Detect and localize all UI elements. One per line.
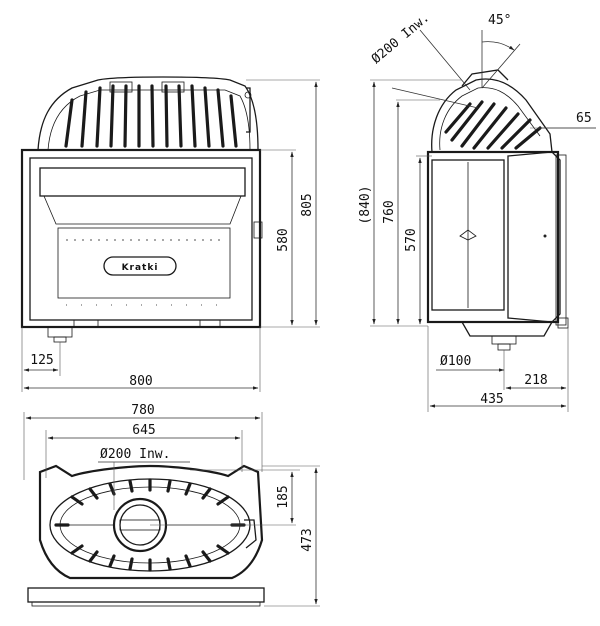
front-view-base xyxy=(47,319,221,343)
dim-top-offset: 65 xyxy=(576,111,592,126)
dim-height-door: 580 xyxy=(276,228,291,251)
brand-logo: Kratki xyxy=(103,256,177,276)
dim-width-outer: 780 xyxy=(131,403,154,418)
dim-height-side: 760 xyxy=(382,200,397,223)
top-view-body xyxy=(27,464,265,607)
dim-flue-depth: 185 xyxy=(276,485,291,508)
front-view-dimensions: 805 580 125 800 xyxy=(21,79,320,392)
dim-width-inner: 645 xyxy=(132,423,155,438)
front-view-door: Kratki xyxy=(20,148,263,329)
dim-flue-side: Ø200 Inw. xyxy=(369,10,433,67)
front-view-top-housing xyxy=(37,76,259,151)
dim-inlet-offset: 218 xyxy=(524,373,547,388)
dim-depth-top: 473 xyxy=(300,528,315,551)
top-view: 780 645 Ø200 Inw. 185 473 xyxy=(23,403,320,607)
dim-depth-side: 435 xyxy=(480,392,503,407)
front-view: Kratki 805 580 xyxy=(20,76,320,392)
dim-overall-height: (840) xyxy=(358,185,373,224)
dim-width: 800 xyxy=(129,374,152,389)
dim-flue-offset: 125 xyxy=(30,353,53,368)
side-view: Ø200 Inw. 45° (840) 760 570 65 xyxy=(358,10,596,412)
dim-flue-top: Ø200 Inw. xyxy=(100,447,170,462)
dim-air-inlet: Ø100 xyxy=(440,354,471,369)
dim-angle: 45° xyxy=(488,13,511,28)
dim-door-height: 570 xyxy=(404,228,419,251)
dim-height-total: 805 xyxy=(300,193,315,216)
top-view-dimensions: 780 645 Ø200 Inw. 185 473 xyxy=(23,403,320,607)
brand-logo-text: Kratki xyxy=(122,263,159,273)
side-view-body xyxy=(426,69,569,351)
